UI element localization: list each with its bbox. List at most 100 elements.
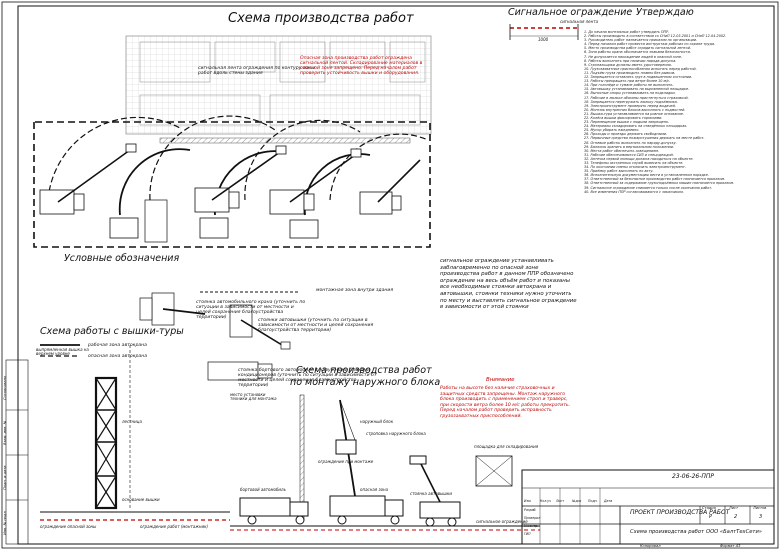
approval-note-item: 7. Не допускается нахождение людей в опа…: [584, 54, 683, 59]
tb-stage-head: Стадия: [702, 506, 716, 510]
approval-note-item: 22. Колёса вышки фиксировать тормозами.: [584, 115, 663, 120]
side-truck: [239, 497, 309, 525]
signal-fence-label: сигнальная лента: [560, 19, 599, 24]
tb-date: 23-06-26-ППР: [672, 473, 715, 480]
climb-scheme-title: Схема работы с вышки-туры: [40, 326, 184, 337]
legend-danger-zone: опасная зона автокрана: [88, 354, 148, 359]
climb-label-bottom-right: ограждение работ (монтажник): [140, 524, 209, 529]
lift-truck-3: [269, 148, 362, 215]
approval-note-item: 28. Огневые работы выполнять по наряду-д…: [584, 140, 677, 145]
legend-truck: [207, 361, 273, 381]
approval-note-item: 25. Мусор убирать ежедневно.: [584, 128, 640, 133]
approval-note-item: 33. Телефоны экстренных служб вывесить н…: [584, 161, 684, 165]
approval-note-item: 3. Руководитель работ назначается приказ…: [584, 38, 698, 43]
legend-symbols: [40, 291, 300, 381]
approval-note-item: 24. Материалы складировать на отведённых…: [584, 124, 688, 129]
tb-company: ООО «БалтТехСети»: [706, 529, 763, 535]
tb-format: Формат А3: [720, 544, 741, 548]
approval-note-item: 27. Первичные средства пожаротушения дер…: [584, 136, 705, 141]
side-label: Инв. № подл.: [3, 510, 7, 535]
work-zone-boundary: [33, 121, 431, 248]
tb-change-col: Дата: [604, 499, 613, 503]
tb-change-col: Лист: [556, 499, 565, 503]
tb-role: Н.контр.: [524, 524, 539, 528]
legend-inner-zone: монтажная зона внутри здания: [316, 288, 394, 293]
tb-role: ГИП: [524, 532, 531, 536]
legend-title: Условные обозначения: [64, 253, 180, 264]
outdoor-label-area: площадка для складирования: [474, 444, 539, 449]
plan-work-area-note: Опасная зона производства работ огражден…: [300, 56, 423, 77]
approval-note-item: 32. Аптечка первой помощи должна находит…: [584, 156, 694, 161]
approval-note-item: 12. Запрещается оставлять груз в подвеше…: [584, 75, 693, 80]
approval-note-item: 31. Рабочие обеспечиваются СИЗ и спецоде…: [584, 152, 674, 157]
approval-note-item: 40. Все изменения ППР согласовываются с …: [584, 189, 684, 194]
legend-lift-parking: стоянки автовышки (уточнить по ситуации …: [258, 318, 374, 334]
plan-mount-zone-note: сигнальная лента ограждения по контуру з…: [198, 66, 315, 77]
climb-label-bottom-left: ограждение опасной зоны: [40, 524, 97, 529]
climb-tower: [40, 345, 230, 521]
legend-work-zone: рабочая зона автокрана: [88, 343, 147, 348]
approval-note-item: 8. Работы выполнять при наличии наряда-д…: [584, 58, 677, 63]
legend-lift: [229, 304, 291, 350]
outdoor-label-fence: сигнальное ограждение: [476, 519, 528, 524]
outdoor-title-1: Схема производства работ: [296, 365, 432, 376]
tb-project: ПРОЕКТ ПРОИЗВОДСТВА РАБОТ: [630, 509, 730, 516]
tb-sheets: 3: [759, 514, 763, 520]
outdoor-title-2: по монтажу наружного блока: [290, 377, 441, 388]
outdoor-label-truck: бортовой автомобиль: [240, 487, 286, 492]
approval-note-item: 17. Рабочие в люльке обязаны пристегнуть…: [584, 95, 689, 100]
small-trucks: [109, 217, 319, 239]
tb-change-col: №док: [572, 499, 582, 503]
side-crane-truck: [329, 399, 404, 525]
legend-crane-parking: стоянка автомобильного крана (уточнить п…: [196, 300, 306, 321]
outdoor-label-road: место установки техники для монтажа: [230, 392, 277, 402]
approval-note-item: 2. Работы производить в соответствии со …: [584, 34, 727, 39]
approval-note-item: 39. Сигнальное ограждение снимается толь…: [584, 185, 713, 190]
tb-role: Проверил: [524, 516, 541, 520]
tb-sheet-head: Лист: [729, 506, 739, 510]
approval-note-item: 10. Грузозахватные приспособления испыта…: [584, 66, 697, 71]
warning-head: Внимание: [486, 377, 515, 383]
approval-note-item: 15. Автовышку устанавливать на выровненн…: [584, 87, 690, 92]
approval-notes: 1. До начала монтажных работ утвердить П…: [584, 30, 770, 450]
title-block: [521, 469, 775, 545]
approval-note-item: 38. Ответственный за содержание грузопод…: [584, 181, 735, 186]
legend-truck-parking: стоянка бортового автомобиля с наружными…: [238, 368, 377, 389]
approval-note-item: 9. Стропальщики должны иметь удостоверен…: [584, 62, 672, 67]
approval-note-item: 20. Монтаж внутренних блоков выполнять с…: [584, 107, 686, 112]
warning-body: Работы на высоте без наличия страховочны…: [440, 386, 571, 419]
side-lift-truck: [409, 455, 461, 527]
approval-note-item: 13. Работы прекращать при ветре более 10…: [584, 79, 671, 84]
fence-note: сигнальное ограждение устанавливать забл…: [440, 258, 577, 311]
building-plan: [125, 35, 432, 144]
tb-sheet-name: Схема производства работ: [630, 529, 705, 535]
side-label: Согласовано: [3, 375, 7, 400]
side-label: Взам. инв. №: [3, 420, 7, 445]
tb-change-col: Подп.: [588, 499, 598, 503]
tb-stage: Р: [709, 514, 713, 520]
approval-note-item: 35. Приёмку работ выполнять по акту.: [584, 169, 654, 174]
inner-frame: [17, 5, 775, 545]
approval-note-item: 36. Исполнительную документацию вести в …: [584, 173, 709, 178]
approve-title: Утверждаю: [636, 7, 694, 18]
approval-note-item: 18. Запрещается перегружать люльку подъё…: [584, 99, 678, 104]
lift-truck-1: [39, 143, 168, 243]
approval-note-item: 37. Ответственный за безопасное производ…: [584, 177, 726, 182]
approval-note-item: 6. Зона работы крана обозначается знакам…: [584, 50, 691, 55]
lift-truck-2: [194, 145, 287, 213]
approval-note-item: 23. Перемещение вышки с людьми запрещено…: [584, 120, 670, 125]
tb-change-col: Кол.уч: [540, 499, 552, 503]
approval-note-item: 19. Электроинструмент проверять перед вы…: [584, 103, 676, 108]
approval-note-item: 21. Вышка-тура устанавливается на ровное…: [584, 111, 684, 116]
outdoor-label-sling: строповка наружного блока: [366, 431, 426, 436]
plan-vehicles: [39, 143, 421, 243]
approval-note-item: 14. При гололёде и тумане работы не выпо…: [584, 83, 674, 88]
tb-sheets-head: Листов: [753, 506, 767, 510]
approval-note-item: 11. Подъём груза производить плавно без …: [584, 70, 676, 75]
approval-note-item: 5. Место производства работ оградить сиг…: [584, 46, 691, 51]
approval-note-item: 4. Перед началом работ провести инструкт…: [584, 42, 715, 47]
climb-label-ground: основание вышки: [122, 497, 160, 502]
